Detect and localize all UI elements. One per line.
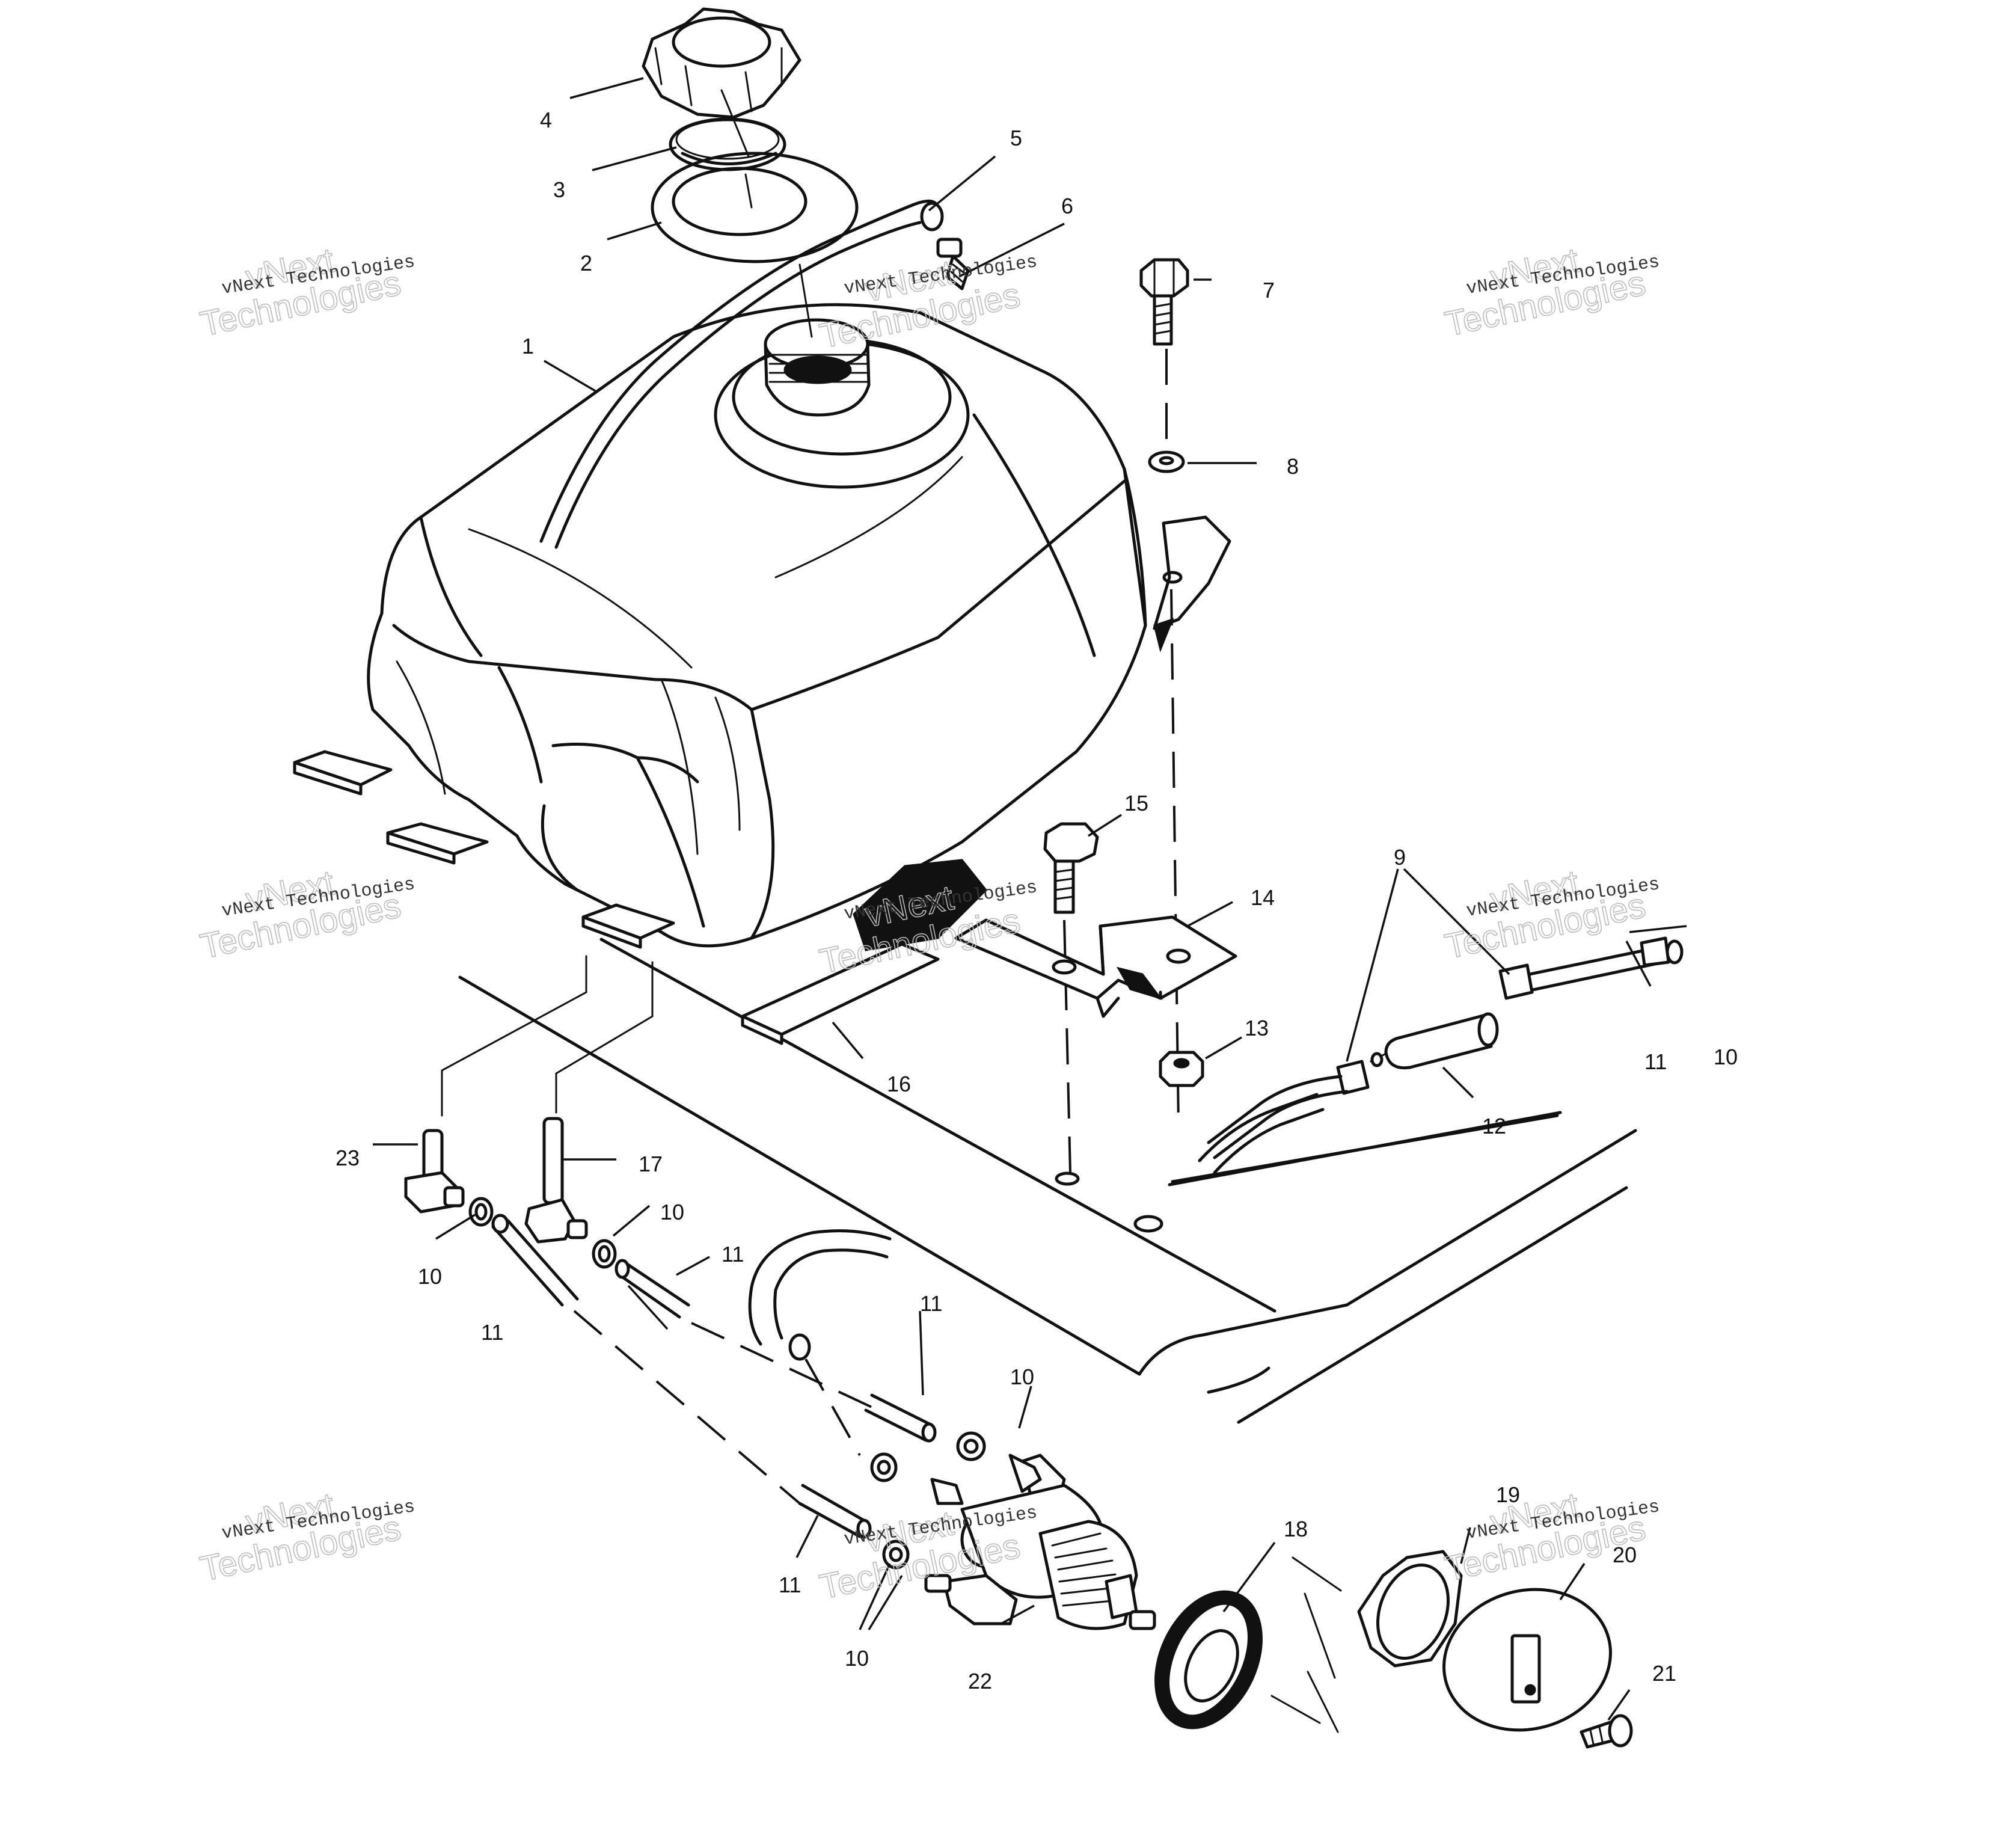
hose-curved [748,1229,892,1361]
callout-12: 12 [1482,1114,1506,1138]
callout-11: 11 [481,1320,503,1345]
watermark: vNext Technologies [816,252,1024,356]
tank-gasket [651,89,859,338]
hose-left-long [491,1214,579,1307]
tee-fitting-23 [404,1129,465,1214]
callout-20: 20 [1613,1543,1637,1567]
callout-15: 15 [1124,791,1148,815]
clamps-left [468,1197,617,1269]
callout-labels: 4 3 2 5 6 7 1 8 15 14 9 13 11 10 16 12 2… [336,108,1738,1693]
fuel-cap [642,7,801,119]
bolt-upper [1139,258,1189,346]
hose-short-lower [798,1484,872,1539]
valve-screw [1580,1714,1633,1749]
callout-14: 14 [1251,885,1275,910]
callout-18: 18 [1284,1517,1308,1541]
fuel-filter [1370,1012,1499,1070]
bolt-lower [1043,822,1099,914]
washer-upper [1148,450,1185,473]
callout-7: 7 [1263,278,1275,302]
callout-10: 10 [418,1264,442,1289]
callout-13: 13 [1245,1016,1269,1040]
callout-10: 10 [660,1200,684,1224]
valve-nut [1357,1550,1463,1668]
callout-17: 17 [639,1152,663,1176]
watermarks: vNext Technologies vNext Technologies vN… [197,240,1661,1607]
callout-19: 19 [1496,1482,1520,1507]
callout-10: 10 [1010,1365,1034,1389]
mount-axis-right [1170,589,1180,1125]
callout-10: 10 [1714,1045,1738,1069]
callout-9: 9 [1394,845,1406,870]
callout-11: 11 [722,1242,744,1266]
gasket-leaders [1270,1556,1342,1733]
callout-11: 11 [779,1573,801,1597]
callout-11: 11 [920,1291,942,1316]
callout-22: 22 [968,1669,992,1693]
fitting-17 [524,1117,588,1244]
frame-rails [458,938,1637,1424]
leader-lines [373,77,1687,1721]
callout-16: 16 [887,1072,911,1096]
hose-curved-dash [804,1358,861,1456]
frame-hole [1133,1215,1163,1233]
mount-bracket [954,915,1237,1018]
callout-1: 1 [522,334,534,358]
vent-fitting [936,238,970,290]
fuel-tank [293,303,1231,951]
callout-10: 10 [845,1646,869,1671]
callout-21: 21 [1652,1661,1676,1686]
callout-11: 11 [1644,1049,1667,1074]
tank-pad [741,942,940,1045]
callout-4: 4 [540,108,552,132]
callout-23: 23 [336,1146,360,1170]
valve-cover [1442,1588,1612,1732]
hose-mid [614,1259,690,1319]
tank-to-fitting-17 [555,961,654,1114]
tank-to-fitting-23 [441,955,587,1117]
vent-hose [539,199,944,549]
frame-hole [1055,1171,1080,1186]
fuel-line-center [1207,1075,1349,1159]
callout-2: 2 [580,251,592,275]
fuel-valve [924,1454,1156,1630]
clamp-9 [1336,1060,1370,1095]
clamps-lower [870,1431,986,1570]
hose-mid-end [864,1393,937,1443]
cap-seal [669,117,786,171]
callout-6: 6 [1061,194,1073,218]
callout-5: 5 [1010,126,1022,150]
hose-left-dash [573,1310,801,1505]
valve-gasket [1154,1590,1263,1730]
callout-8: 8 [1287,454,1299,479]
hose-mid-dash [691,1322,872,1408]
callout-3: 3 [553,177,565,202]
mount-axis-left [1063,919,1071,1173]
nut-lower [1159,1051,1204,1087]
